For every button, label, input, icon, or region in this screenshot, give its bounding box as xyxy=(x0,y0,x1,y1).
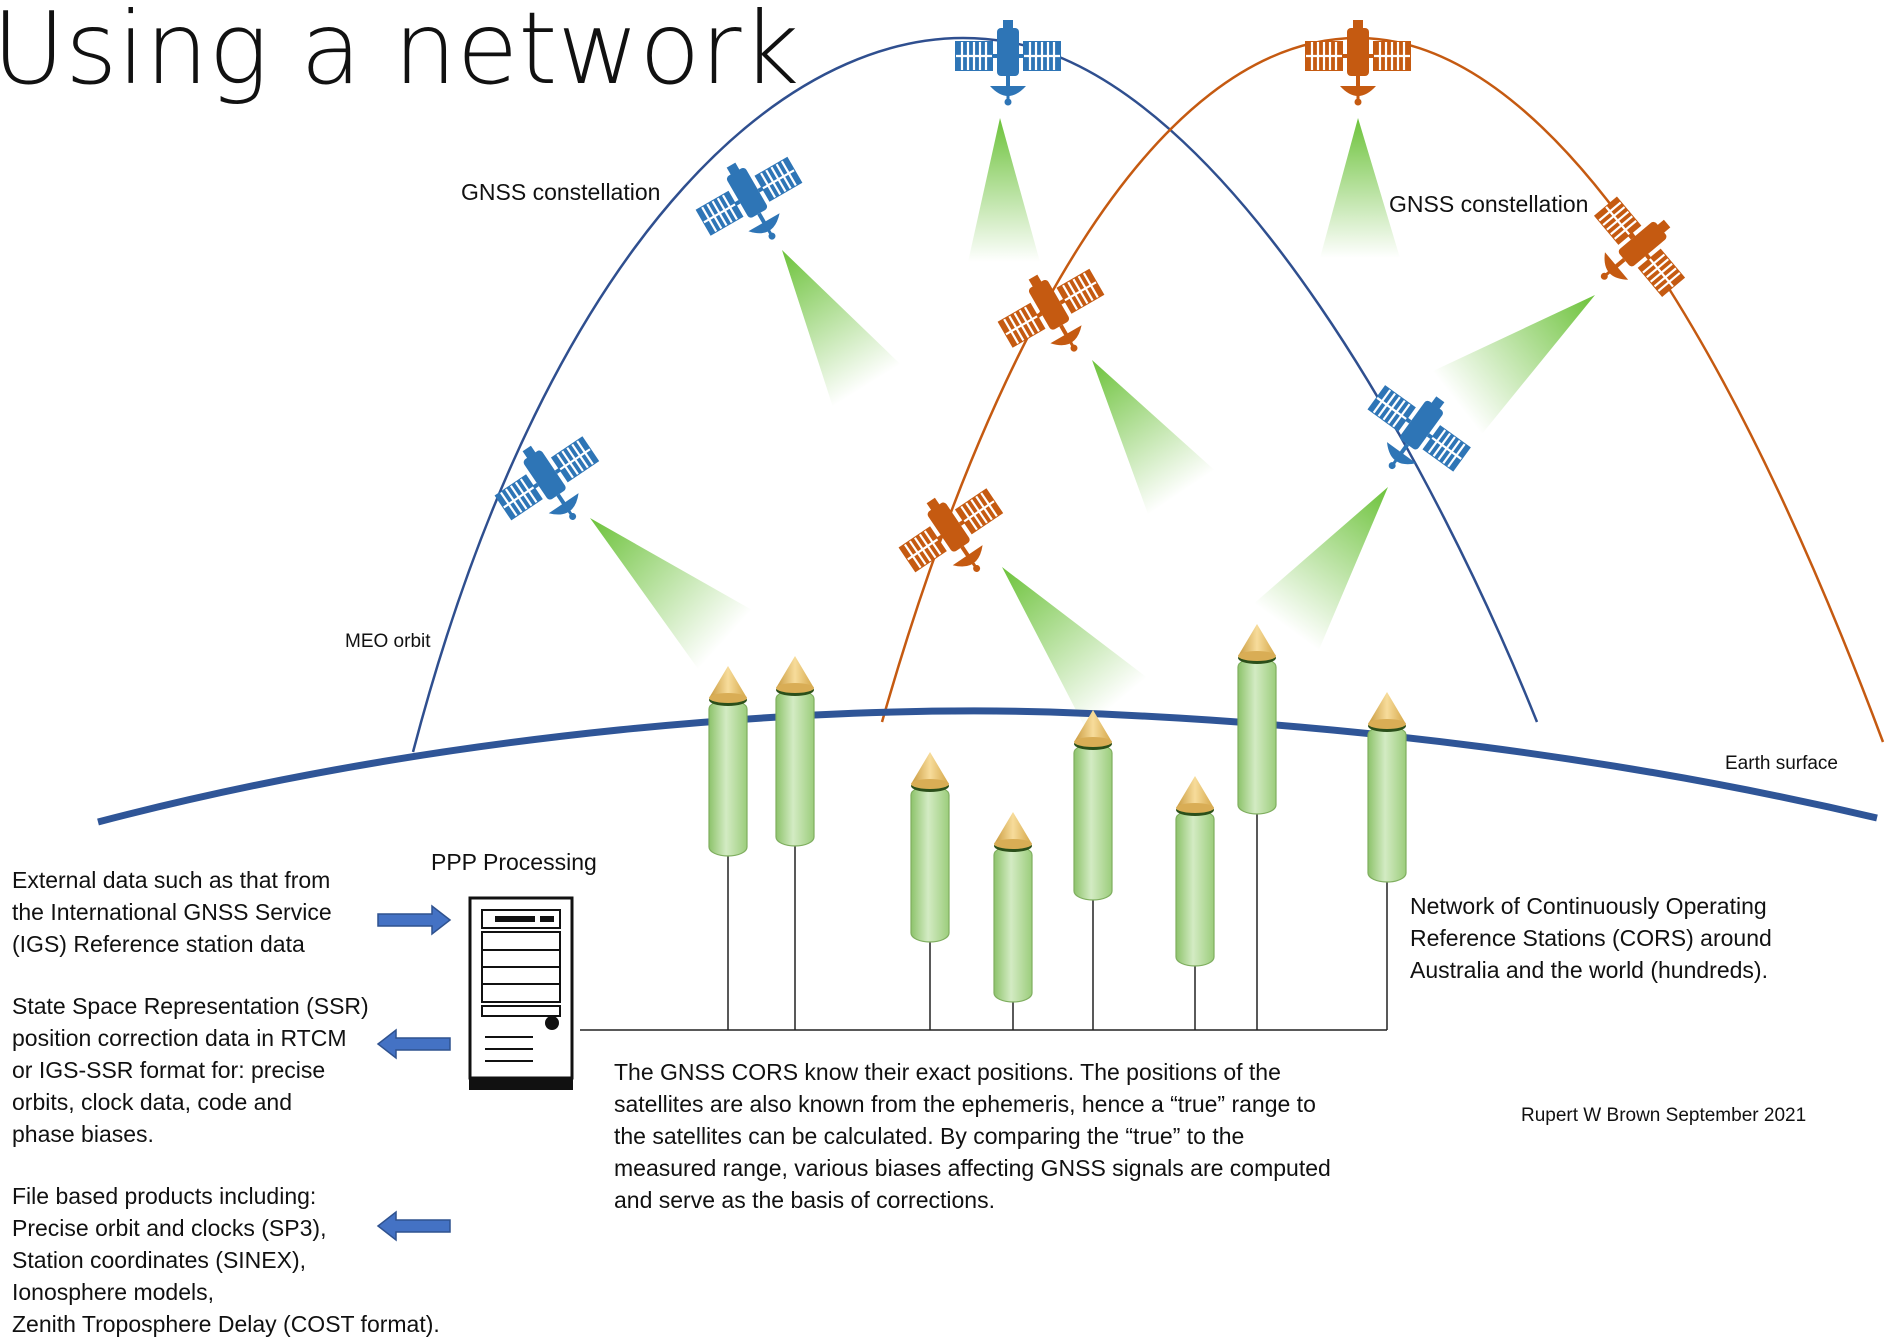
satellite-icon xyxy=(954,18,1062,108)
meo-orbit-label: MEO orbit xyxy=(345,631,431,652)
cors-stations xyxy=(708,623,1407,1003)
ppp-processing-label: PPP Processing xyxy=(431,849,597,875)
reference-station-icon xyxy=(910,751,950,943)
signal-beam xyxy=(782,249,901,407)
reference-station-icon xyxy=(1175,775,1215,967)
signal-beams xyxy=(590,118,1595,730)
network-cabling xyxy=(580,805,1388,1031)
author-credit: Rupert W Brown September 2021 xyxy=(1521,1105,1807,1126)
satellite-icon xyxy=(985,249,1123,380)
reference-station-icon xyxy=(775,655,815,847)
cors-network-text: Network of Continuously Operating Refere… xyxy=(1410,893,1772,983)
reference-station-icon xyxy=(1367,691,1407,883)
file-products-text: File based products including: Precise o… xyxy=(12,1183,440,1337)
earth-surface-label: Earth surface xyxy=(1725,753,1838,774)
signal-beam xyxy=(1002,567,1148,730)
signal-beam xyxy=(1092,360,1215,516)
external-data-text: External data such as that from the Inte… xyxy=(12,867,332,957)
blue-orbit-path xyxy=(411,36,1539,753)
signal-beam xyxy=(590,518,753,670)
reference-station-icon xyxy=(1237,623,1277,815)
ssr-data-text: State Space Representation (SSR) positio… xyxy=(12,993,369,1147)
satellite-icon xyxy=(885,469,1024,603)
signal-beam xyxy=(1320,118,1400,258)
signal-beam xyxy=(1253,487,1388,651)
server-icon xyxy=(468,896,574,1090)
signal-beam xyxy=(968,118,1040,262)
reference-station-icon xyxy=(708,665,748,857)
reference-station-icon xyxy=(1073,709,1113,901)
page-title: Using a network xyxy=(0,0,800,107)
satellite-icon xyxy=(683,137,821,268)
signal-beam xyxy=(1432,295,1595,435)
cors-explanation-text: The GNSS CORS know their exact positions… xyxy=(614,1059,1331,1213)
arrow-icon xyxy=(377,905,451,935)
satellite-icon xyxy=(1304,18,1412,108)
earth-surface-curve xyxy=(97,707,1878,826)
constellation-label-left: GNSS constellation xyxy=(461,179,661,205)
constellation-label-right: GNSS constellation xyxy=(1389,191,1589,217)
arrow-icon xyxy=(377,1029,451,1059)
reference-station-icon xyxy=(993,811,1033,1003)
